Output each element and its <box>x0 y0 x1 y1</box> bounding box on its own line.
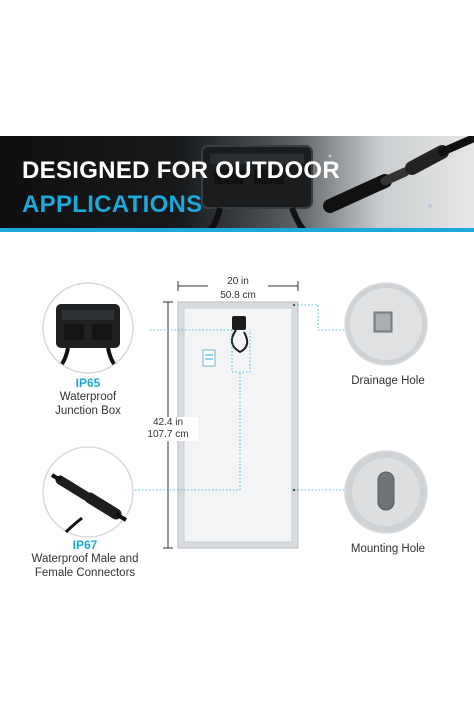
junction-box-line2: Junction Box <box>55 405 121 417</box>
height-label: 42.4 in 107.7 cm <box>138 417 198 441</box>
banner: DESIGNED FOR OUTDOOR APPLICATIONS <box>0 136 474 230</box>
connector-photo <box>201 136 474 230</box>
banner-title-line1: DESIGNED FOR OUTDOOR <box>22 157 341 184</box>
banner-title-line2: APPLICATIONS <box>22 191 203 218</box>
banner-accent-stripe <box>0 228 474 232</box>
mounting-hole-thumbnail <box>344 450 428 534</box>
banner-title: DESIGNED FOR OUTDOOR APPLICATIONS <box>22 154 340 222</box>
drainage-hole-caption: Drainage Hole <box>351 375 425 387</box>
drainage-hole-thumbnail <box>344 282 428 366</box>
connectors-line2: Female Connectors <box>34 567 136 579</box>
junction-box-rating: IP65 <box>75 376 101 390</box>
solar-panel <box>177 301 299 549</box>
connectors-rating: IP67 <box>72 538 98 552</box>
height-cm: 107.7 cm <box>147 429 189 440</box>
connectors-thumbnail <box>42 446 134 538</box>
junction-box-caption: IP65 Waterproof Junction Box <box>30 376 146 418</box>
junction-box-line1: Waterproof <box>59 391 117 403</box>
connectors-caption: IP67 Waterproof Male and Female Connecto… <box>14 538 156 580</box>
width-cm: 50.8 cm <box>220 290 256 301</box>
junction-box-thumbnail <box>42 282 134 374</box>
mounting-hole-caption: Mounting Hole <box>350 543 426 555</box>
width-cm-label: 50.8 cm <box>208 290 268 302</box>
width-in: 20 in <box>227 276 249 287</box>
connectors-line1: Waterproof Male and <box>31 553 139 565</box>
height-in: 42.4 in <box>152 417 184 428</box>
width-label: 20 in <box>208 276 268 288</box>
